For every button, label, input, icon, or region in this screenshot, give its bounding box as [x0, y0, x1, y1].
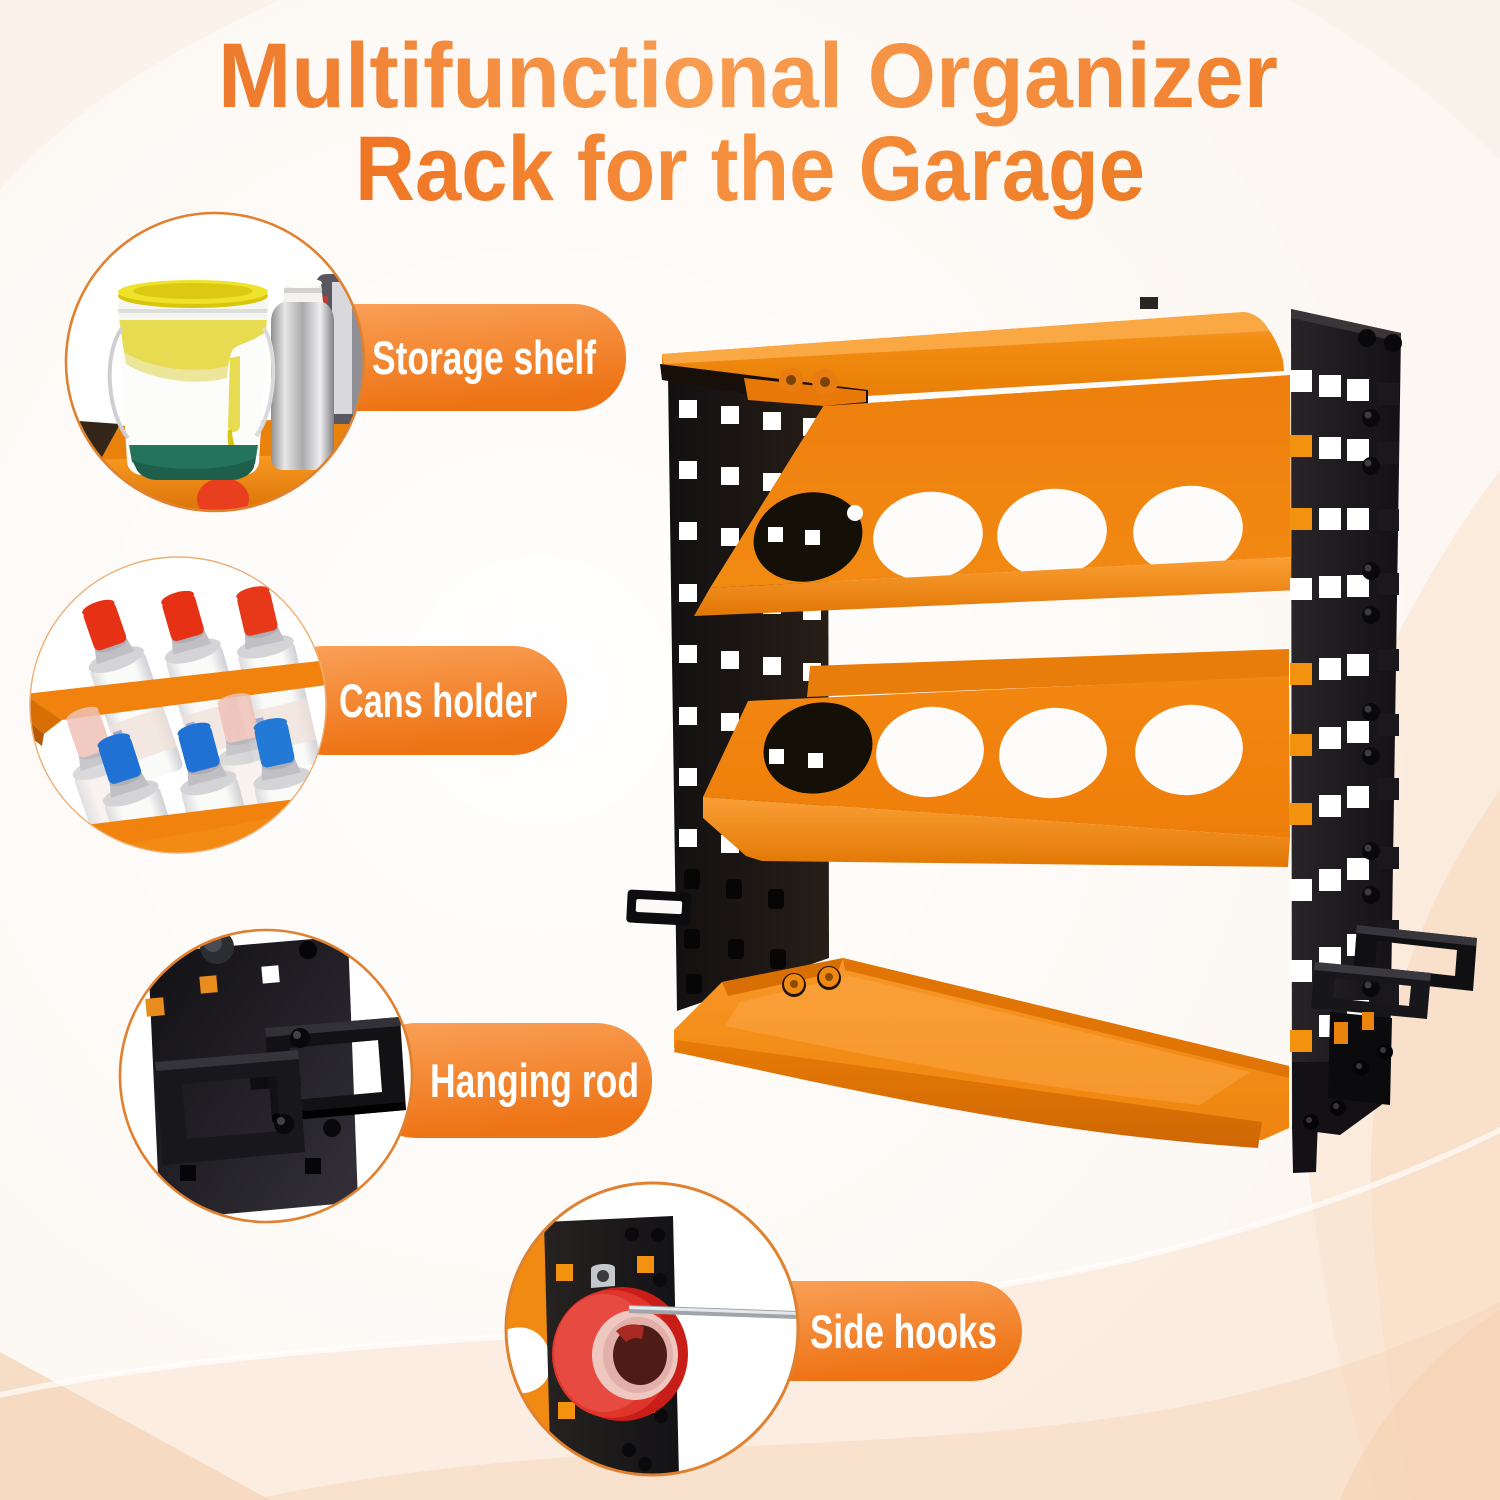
svg-text:Hanging rod: Hanging rod: [430, 1054, 639, 1107]
svg-text:Rack for the Garage: Rack for the Garage: [355, 118, 1145, 220]
svg-text:Cans holder: Cans holder: [339, 674, 537, 727]
svg-text:Multifunctional Organizer: Multifunctional Organizer: [218, 25, 1278, 127]
svg-text:Storage shelf: Storage shelf: [372, 331, 596, 384]
svg-text:Side hooks: Side hooks: [810, 1305, 997, 1358]
